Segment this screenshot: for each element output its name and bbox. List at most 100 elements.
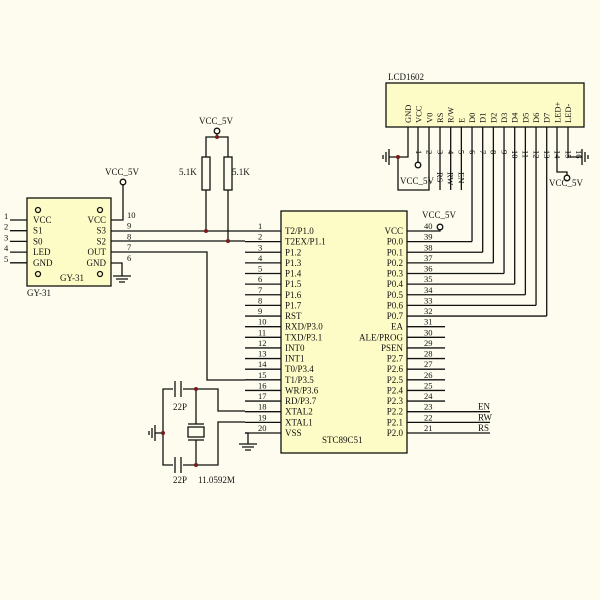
sensor-pin-number: 10 xyxy=(127,210,136,220)
vcc-label: VCC_5V xyxy=(199,116,234,126)
mcu-pin-label: P0.5 xyxy=(387,290,404,300)
lcd-pin-label: LED- xyxy=(563,103,573,123)
lcd-pin-label: D2 xyxy=(488,113,498,123)
sensor-pin-number: 2 xyxy=(4,222,8,232)
junctions xyxy=(161,135,400,467)
sensor-pin-label: OUT xyxy=(88,247,107,257)
mcu-pin-number: 34 xyxy=(424,285,433,295)
mcu-pin-number: 7 xyxy=(258,285,262,295)
lcd-pin-label: D0 xyxy=(467,113,477,123)
mcu-pin-label: P1.6 xyxy=(285,290,302,300)
ground-icon xyxy=(239,443,257,451)
lcd-pin-label: R/W xyxy=(446,107,456,123)
mcu-pin-number: 11 xyxy=(258,327,266,337)
resistor-r2-value: 5.1K xyxy=(232,167,250,177)
lcd-pin-label: D4 xyxy=(510,112,520,123)
ground-icon xyxy=(581,149,589,165)
mcu-pin-number: 8 xyxy=(258,295,262,305)
mcu-pin-number: 10 xyxy=(258,317,267,327)
mcu-pin-label: T1/P3.5 xyxy=(285,375,314,385)
ground-icon xyxy=(113,275,131,283)
lcd-pin-number: 14 xyxy=(553,150,563,159)
mcu-pin-label: P1.4 xyxy=(285,269,302,279)
mcu-pin-number: 38 xyxy=(424,242,433,252)
mcu-pin-number: 31 xyxy=(424,317,433,327)
mcu-pin-label: VCC xyxy=(384,226,403,236)
lcd-pin-label: E xyxy=(456,118,466,123)
vcc-terminal-icon xyxy=(563,174,571,182)
vcc-label: VCC_5V xyxy=(422,210,457,220)
lcd-pin-label: D5 xyxy=(520,113,530,123)
mcu-pin-label: P2.1 xyxy=(387,417,403,427)
mcu-pin-label: P0.7 xyxy=(387,311,404,321)
mcu-pin-label: RST xyxy=(285,311,302,321)
sensor-pin-label: S3 xyxy=(96,226,106,236)
capacitor-c1 xyxy=(174,381,182,397)
sensor-pin-label: GND xyxy=(33,258,53,268)
mcu-pin-label: P0.3 xyxy=(387,269,404,279)
vcc-terminal-icon xyxy=(436,223,444,231)
mcu-pin-label: TXD/P3.1 xyxy=(285,332,322,342)
sensor-pin-number: 3 xyxy=(4,232,8,242)
mcu-pin-label: T0/P3.4 xyxy=(285,364,314,374)
resistor-r2 xyxy=(223,156,233,191)
mcu-pin-number: 13 xyxy=(258,349,267,359)
mcu-pin-label: T2EX/P1.1 xyxy=(285,237,326,247)
mcu-body xyxy=(280,210,408,454)
mcu-pin-number: 3 xyxy=(258,242,262,252)
mcu-pin-number: 14 xyxy=(258,359,267,369)
mcu-pin-label: INT0 xyxy=(285,343,305,353)
lcd-pin-label: D1 xyxy=(478,113,488,123)
sensor-pin-label: LED xyxy=(33,247,51,257)
sensor-pin-number: 9 xyxy=(127,221,131,231)
vcc-terminal-icon xyxy=(119,178,127,186)
mcu-pin-number: 22 xyxy=(424,412,433,422)
lcd-pin-number: 1 xyxy=(414,150,424,154)
mcu-pin-number: 33 xyxy=(424,295,433,305)
mcu-pin-number: 35 xyxy=(424,274,433,284)
sensor-pin-label: S0 xyxy=(33,236,43,246)
ground-icon xyxy=(382,149,390,165)
mcu-pin-label: VSS xyxy=(285,428,302,438)
lcd-pin-label: GND xyxy=(403,105,413,123)
mcu-pin-number: 2 xyxy=(258,232,262,242)
mcu-pin-label: INT1 xyxy=(285,354,305,364)
ground-icon xyxy=(148,425,156,441)
mcu-pin-label: P2.3 xyxy=(387,396,404,406)
sensor-pin-number: 7 xyxy=(127,242,131,252)
mcu-pin-number: 4 xyxy=(258,253,263,263)
sensor-pin-label: S2 xyxy=(96,236,106,246)
mcu-pin-number: 36 xyxy=(424,264,433,274)
mcu-pin-number: 16 xyxy=(258,380,267,390)
lcd-pin-label: LED+ xyxy=(552,101,562,123)
lcd-pin-label: D7 xyxy=(542,113,552,123)
vcc-terminal-icon xyxy=(213,127,221,135)
mcu-pin-label: XTAL2 xyxy=(285,407,313,417)
capacitor-c1-value: 22P xyxy=(173,402,187,412)
mcu-pin-label: P2.7 xyxy=(387,354,404,364)
mcu-name: STC89C51 xyxy=(322,435,363,445)
mcu-pin-number: 27 xyxy=(424,359,433,369)
sensor-pin-number: 4 xyxy=(4,243,9,253)
resistor-r1 xyxy=(201,156,211,191)
mcu-pin-number: 19 xyxy=(258,412,267,422)
mcu-pin-label: P2.6 xyxy=(387,364,404,374)
sensor-name: GY-31 xyxy=(27,288,51,298)
sensor-pin-number: 1 xyxy=(4,211,8,221)
mcu-pin-number: 12 xyxy=(258,338,267,348)
mcu-pin-label: P2.5 xyxy=(387,375,404,385)
mcu-pin-label: PSEN xyxy=(381,343,404,353)
sensor-body xyxy=(26,197,112,287)
mcu-pin-number: 15 xyxy=(258,370,267,380)
mcu-pin-number: 5 xyxy=(258,264,262,274)
lcd-body xyxy=(385,82,585,128)
mcu-pin-label: P2.0 xyxy=(387,428,404,438)
net-label-p23: EN xyxy=(478,402,490,412)
sensor-pin-label: GND xyxy=(87,258,107,268)
mcu-pin-number: 39 xyxy=(424,232,433,242)
mcu-pin-label: EA xyxy=(391,322,403,332)
mcu-pin-label: P0.6 xyxy=(387,300,404,310)
mcu-pin-label: RXD/P3.0 xyxy=(285,322,323,332)
mcu-pin-number: 21 xyxy=(424,423,433,433)
